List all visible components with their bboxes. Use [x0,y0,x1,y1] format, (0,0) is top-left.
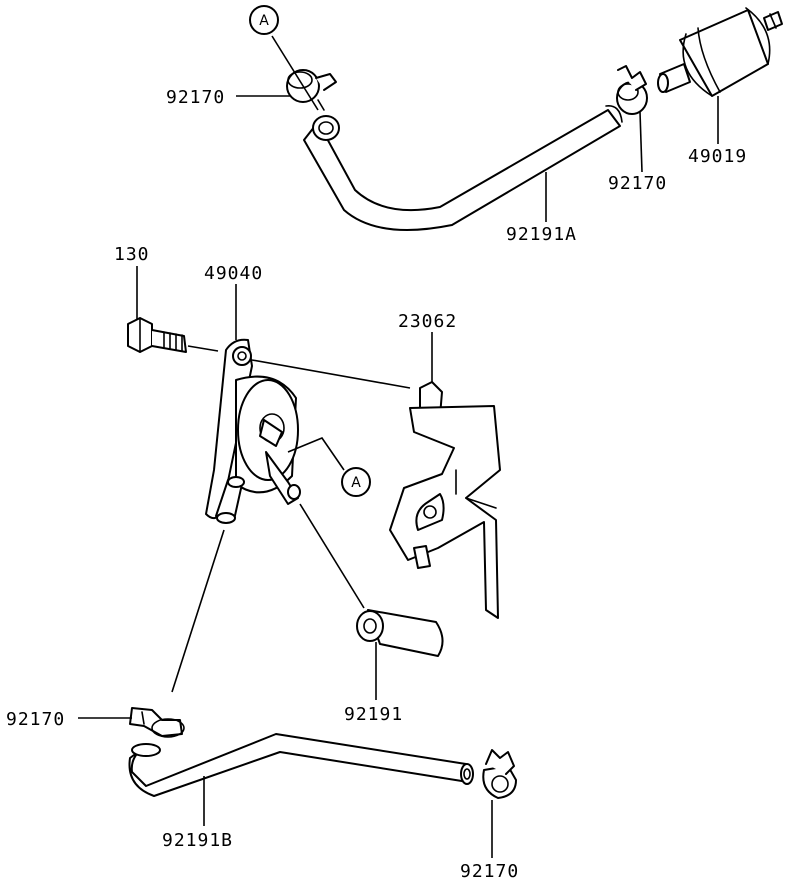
fuel-filter-49019 [657,7,783,97]
part-label-49019: 49019 [688,146,747,167]
part-label-92191b: 92191B [162,830,233,851]
reference-marker-a-top: A [249,5,279,35]
part-label-130: 130 [114,244,150,265]
fuel-pump-49040 [205,338,301,524]
fuel-hose-92191 [356,609,444,657]
part-label-92170-bottom-right: 92170 [460,861,519,882]
part-label-92170-bottom-left: 92170 [6,709,65,730]
hose-clamp-bottom-right [482,749,517,799]
part-label-92170-top-right: 92170 [608,173,667,194]
fuel-hose-92191b [128,733,474,797]
reference-marker-a-middle: A [341,467,371,497]
part-label-92191: 92191 [344,704,403,725]
bolt-130 [127,317,187,353]
part-label-92170-top-left: 92170 [166,87,225,108]
part-label-23062: 23062 [398,311,457,332]
hose-clamp-top-left [286,69,337,111]
bracket-23062 [389,381,501,619]
hose-clamp-top-right [616,65,648,115]
hose-clamp-bottom-left [129,707,185,738]
part-label-92191a: 92191A [506,224,577,245]
reference-letter: A [259,13,269,29]
part-label-49040: 49040 [204,263,263,284]
fuel-hose-92191a [303,105,623,231]
leader-lines [78,35,719,858]
reference-letter: A [351,475,361,491]
